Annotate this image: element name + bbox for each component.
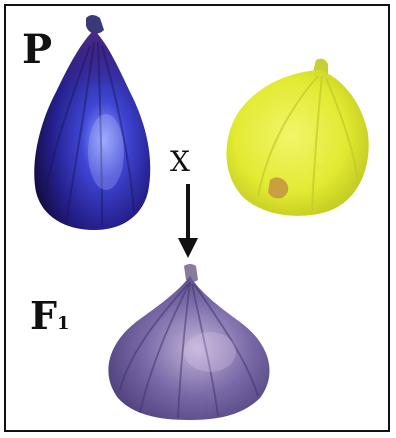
green-fig-parent-image (222, 56, 372, 218)
down-arrow-icon (173, 184, 203, 260)
offspring-label: F1 (30, 297, 70, 335)
purple-fig-parent-image (26, 12, 166, 234)
hybrid-fig-offspring-image (100, 262, 278, 420)
cross-symbol: X (170, 145, 190, 178)
